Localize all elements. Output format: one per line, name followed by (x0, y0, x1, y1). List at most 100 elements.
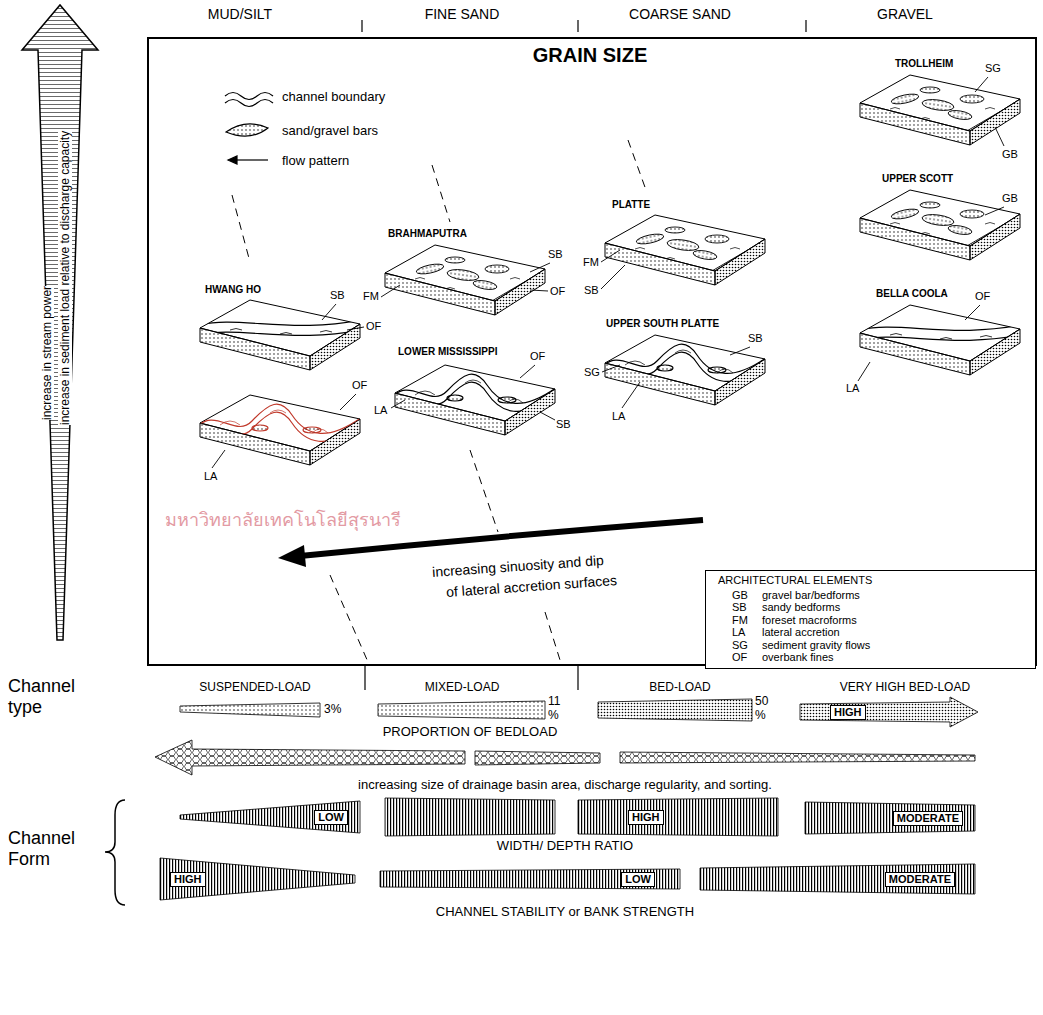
river-name: TROLLHEIM (895, 58, 953, 69)
element-code: LA (374, 404, 387, 416)
element-code: LA (374, 404, 387, 416)
legend-symbols (226, 124, 268, 136)
element-code: GB (1002, 192, 1018, 204)
row-heading: Channel type (8, 676, 88, 718)
band-value: HIGH (628, 810, 664, 825)
element-code: FM (363, 290, 379, 302)
percentage: 11 % (548, 694, 570, 722)
vertical-arrow (22, 5, 98, 640)
river-name: UPPER SOUTH PLATTE (606, 318, 719, 329)
legend-symbols (225, 93, 273, 100)
element-code: GB (1002, 192, 1018, 204)
legend-symbols (236, 159, 268, 160)
block-diagram (600, 335, 775, 405)
element-code: LA (846, 382, 859, 394)
block-diagram (380, 241, 550, 305)
block-diagram (855, 186, 1025, 260)
axis-label: increase in sediment load relative to di… (58, 131, 72, 425)
river-name: HWANG HO (205, 284, 261, 295)
element-code: LA (612, 410, 625, 422)
block-diagram (200, 395, 360, 465)
element-code: OF (352, 379, 367, 391)
divider-dashes (470, 450, 498, 532)
block-diagram (380, 241, 550, 305)
scale-label: increasing size of drainage basin area, … (358, 777, 772, 792)
band-fill (380, 869, 680, 889)
block-diagram (600, 211, 770, 275)
leader-lines (965, 305, 980, 320)
scale-label: CHANNEL STABILITY or BANK STRENGTH (436, 904, 694, 919)
element-code: LA (204, 470, 217, 482)
river-name: TROLLHEIM (895, 58, 953, 69)
grain-size-class: MUD/SILT (208, 6, 272, 22)
river-name: PLATTE (612, 199, 650, 210)
river-name: BRAHMAPUTRA (388, 228, 467, 239)
leader-lines (601, 250, 620, 262)
percentage: 50 % (755, 694, 768, 722)
axis-label: increase in stream power (40, 286, 54, 420)
legend-text: sand/gravel bars (282, 123, 378, 138)
block-diagram (855, 71, 1025, 135)
element-code: SB (556, 418, 571, 430)
channel-form-brace (105, 800, 125, 905)
element-code: SG (732, 639, 762, 652)
block-diagram (380, 241, 550, 315)
element-code: LA (612, 410, 625, 422)
block-diagram (600, 344, 775, 381)
scale-label: PROPORTION OF BEDLOAD (383, 724, 558, 739)
block-diagram (390, 365, 565, 435)
band-fill (160, 858, 355, 900)
vertical-arrow (22, 5, 98, 640)
band-bar: HIGH (800, 697, 980, 727)
block-diagram (195, 300, 370, 370)
leader-lines (730, 347, 750, 355)
legend-symbols (225, 100, 273, 107)
divider-dashes (232, 140, 646, 662)
river-name: UPPER SCOTT (882, 173, 953, 184)
watermark: มหาวิทยาลัยเทคโนโลยีสุรนารี (165, 510, 401, 530)
leader-lines (530, 263, 550, 272)
block-diagram (195, 318, 370, 336)
band-value: MODERATE (893, 811, 963, 826)
band-shape (800, 697, 980, 727)
element-code: OF (975, 290, 990, 302)
element-code: GB (1002, 148, 1018, 160)
leader-lines (530, 290, 548, 291)
scale-label: CHANNEL STABILITY or BANK STRENGTH (436, 904, 694, 919)
element-code: SG (985, 62, 1001, 74)
channel-type: BED-LOAD (649, 680, 710, 694)
block-diagram (855, 71, 1025, 135)
block-diagram (855, 305, 1030, 375)
band-bar: HIGH (160, 858, 355, 900)
band-fill (805, 802, 975, 834)
element-code: OF (732, 651, 762, 664)
channel-type: VERY HIGH BED-LOAD (840, 680, 970, 694)
element-name: gravel bar/bedforms (762, 589, 1027, 602)
band-value: LOW (314, 810, 348, 825)
scale-label: PROPORTION OF BEDLOAD (383, 724, 558, 739)
river-name: UPPER SCOTT (882, 173, 953, 184)
legend-box: ARCHITECTURAL ELEMENTSGBgravel bar/bedfo… (705, 570, 1036, 669)
element-code: SB (330, 289, 345, 301)
legend-text: flow pattern (282, 153, 349, 168)
element-code: OF (366, 320, 381, 332)
bedload-bars (598, 699, 752, 721)
element-code: SB (584, 284, 599, 296)
element-code: GB (1002, 148, 1018, 160)
band-fill (700, 864, 975, 894)
river-name: UPPER SOUTH PLATTE (606, 318, 719, 329)
river-name: LOWER MISSISSIPPI (398, 346, 497, 357)
leader-lines (340, 394, 356, 410)
leader-lines (212, 450, 225, 468)
element-name: overbank fines (762, 651, 1027, 664)
element-code: SB (748, 332, 763, 344)
percentage: 50 % (755, 694, 777, 722)
element-code: SB (556, 418, 571, 430)
leader-lines (520, 365, 535, 378)
width-depth-bar (385, 798, 555, 836)
channel-type: SUSPENDED-LOAD (199, 680, 310, 694)
block-diagram (395, 365, 555, 435)
element-name: lateral accretion (762, 626, 1027, 639)
block-diagram (195, 404, 370, 441)
